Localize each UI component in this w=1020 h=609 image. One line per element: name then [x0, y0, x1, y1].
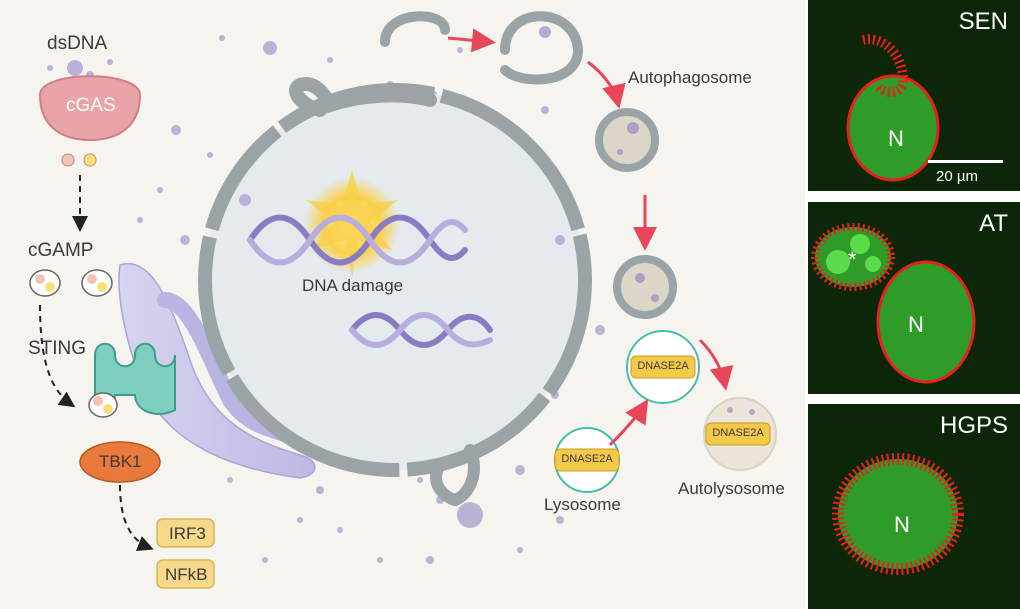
- nucleus: [198, 77, 592, 506]
- dsdna-label: dsDNA: [47, 33, 108, 54]
- panel-label-sen: SEN: [958, 8, 1008, 35]
- cgamp-label: cGAMP: [28, 240, 94, 261]
- dna-damage-label: DNA damage: [302, 276, 404, 295]
- dnase2a-label-2: DNASE2A: [561, 453, 613, 465]
- irf3-box: [156, 518, 215, 548]
- micrograph-hgps: HGPS N: [808, 404, 1020, 609]
- autolysosome-label: Autolysosome: [678, 479, 785, 498]
- micrograph-at: AT N *: [808, 202, 1020, 394]
- lysosome-label: Lysosome: [544, 495, 621, 514]
- pathway-diagram: dsDNA cGAS cGAMP STING TBK1 IRF3 NFkB DN…: [0, 0, 805, 609]
- nucleus-label-at: N: [908, 312, 924, 337]
- dnase2a-label-3: DNASE2A: [712, 427, 764, 439]
- tbk1-node: [79, 441, 161, 483]
- nfkb-label: NFkB: [165, 565, 208, 584]
- signaling-arrows: [39, 175, 154, 551]
- sting-label: STING: [28, 338, 87, 359]
- panel-label-hgps: HGPS: [939, 412, 1008, 439]
- nfkb-box: [156, 559, 215, 589]
- nucleus-label-sen: N: [888, 126, 904, 151]
- dna-helix-icon-2: [349, 312, 493, 348]
- autophagy-vesicles: [380, 11, 777, 493]
- cgas-label: cGAS: [66, 95, 116, 116]
- nucleus-label-hgps: N: [894, 512, 910, 537]
- cgamp-molecules: [29, 269, 113, 297]
- irf3-label: IRF3: [169, 524, 206, 543]
- autophagosome-label: Autophagosome: [628, 68, 752, 87]
- dnase2a-label-1: DNASE2A: [637, 360, 689, 372]
- scale-bar-label: 20 µm: [936, 168, 978, 185]
- autophagy-arrows: [447, 28, 734, 447]
- dna-helix-icon: [247, 214, 468, 266]
- tbk1-label: TBK1: [99, 452, 142, 471]
- diagram-canvas: [29, 11, 777, 589]
- sting-protein: [88, 342, 176, 418]
- asterisk-marker: *: [848, 247, 857, 272]
- micrograph-sen: SEN N 20 µm: [808, 0, 1020, 191]
- cgas-enzyme: [38, 75, 142, 167]
- panel-label-at: AT: [979, 210, 1008, 237]
